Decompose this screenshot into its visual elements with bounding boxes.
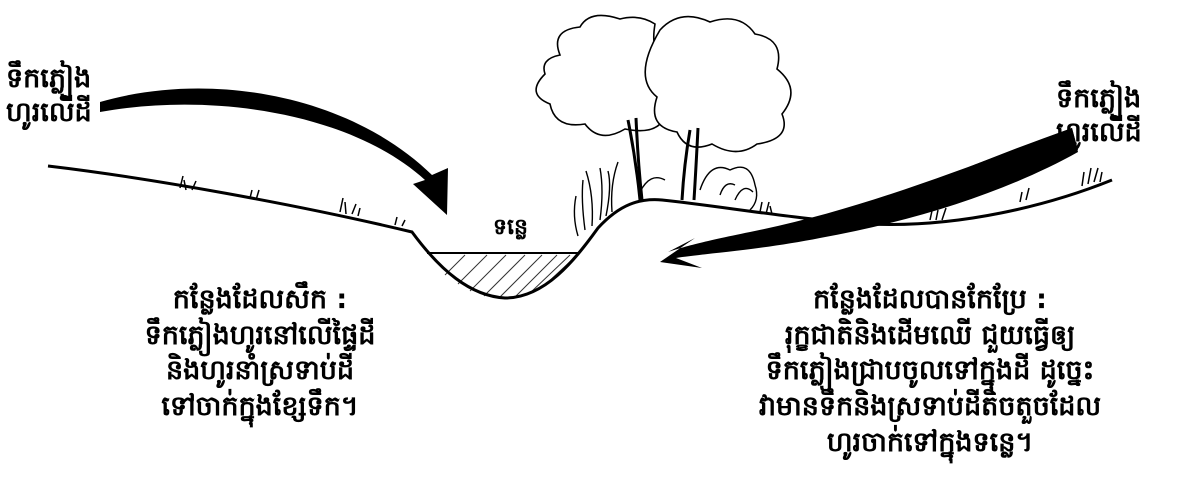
right-text-line: កន្លែងដែលបានកែប្រែ : (813, 284, 1047, 315)
runoff-arrow-right-upper (660, 128, 1078, 268)
rain-left-line1: ទឹកភ្លៀង (6, 63, 92, 94)
river-hatching (444, 254, 575, 299)
left-text-line: ទៅចាក់ក្នុងខ្សែទឹក។ (161, 390, 359, 422)
bushes (639, 166, 758, 211)
right-text-line: ទឹកភ្លៀងជ្រាបចូលទៅក្នុងដី ដូច្នេះ (765, 355, 1095, 387)
rain-right-line2: ហូរលើដី (1056, 116, 1142, 148)
reeds (573, 161, 619, 237)
left-text-line: កន្លែងដែលសឹក : (172, 284, 348, 315)
rain-left-line2: ហូរលើដី (6, 96, 92, 128)
left-text-line: និងហូរនាំស្រទាប់ដី (166, 355, 354, 387)
river-label: ទន្លេ (493, 215, 528, 240)
ground-line (47, 164, 1113, 300)
left-text-line: ទឹកភ្លៀងហូរនៅលើផ្ទៃដី (144, 319, 376, 351)
eroded-place-text: កន្លែងដែលសឹក : ទឹកភ្លៀងហូរនៅលើផ្ទៃដី និង… (70, 282, 450, 425)
runoff-arrow-right-body (900, 128, 1078, 196)
right-text-line: ហូរចាក់ទៅក្នុងទន្លេ។ (826, 426, 1034, 458)
rain-right-line1: ទឹកភ្លៀង (1056, 83, 1142, 114)
grass-left (179, 175, 406, 227)
tree-trunks (626, 117, 700, 201)
rain-runoff-label-left: ទឹកភ្លៀង ហូរលើដី (6, 62, 92, 130)
runoff-arrow-left (100, 88, 448, 215)
right-text-line: វាមានទឹកនិងស្រទាប់ដីតិចតួចដែល (758, 390, 1102, 422)
rain-runoff-label-right: ទឹកភ្លៀង ហូរលើដី (1056, 82, 1142, 150)
tree-canopy (535, 14, 792, 153)
right-text-line: រុក្ខជាតិនិងដើមឈើ ជួយធ្វើឲ្យ (784, 319, 1076, 351)
restored-place-text: កន្លែងដែលបានកែប្រែ : រុក្ខជាតិនិងដើមឈើ ជ… (690, 282, 1170, 460)
